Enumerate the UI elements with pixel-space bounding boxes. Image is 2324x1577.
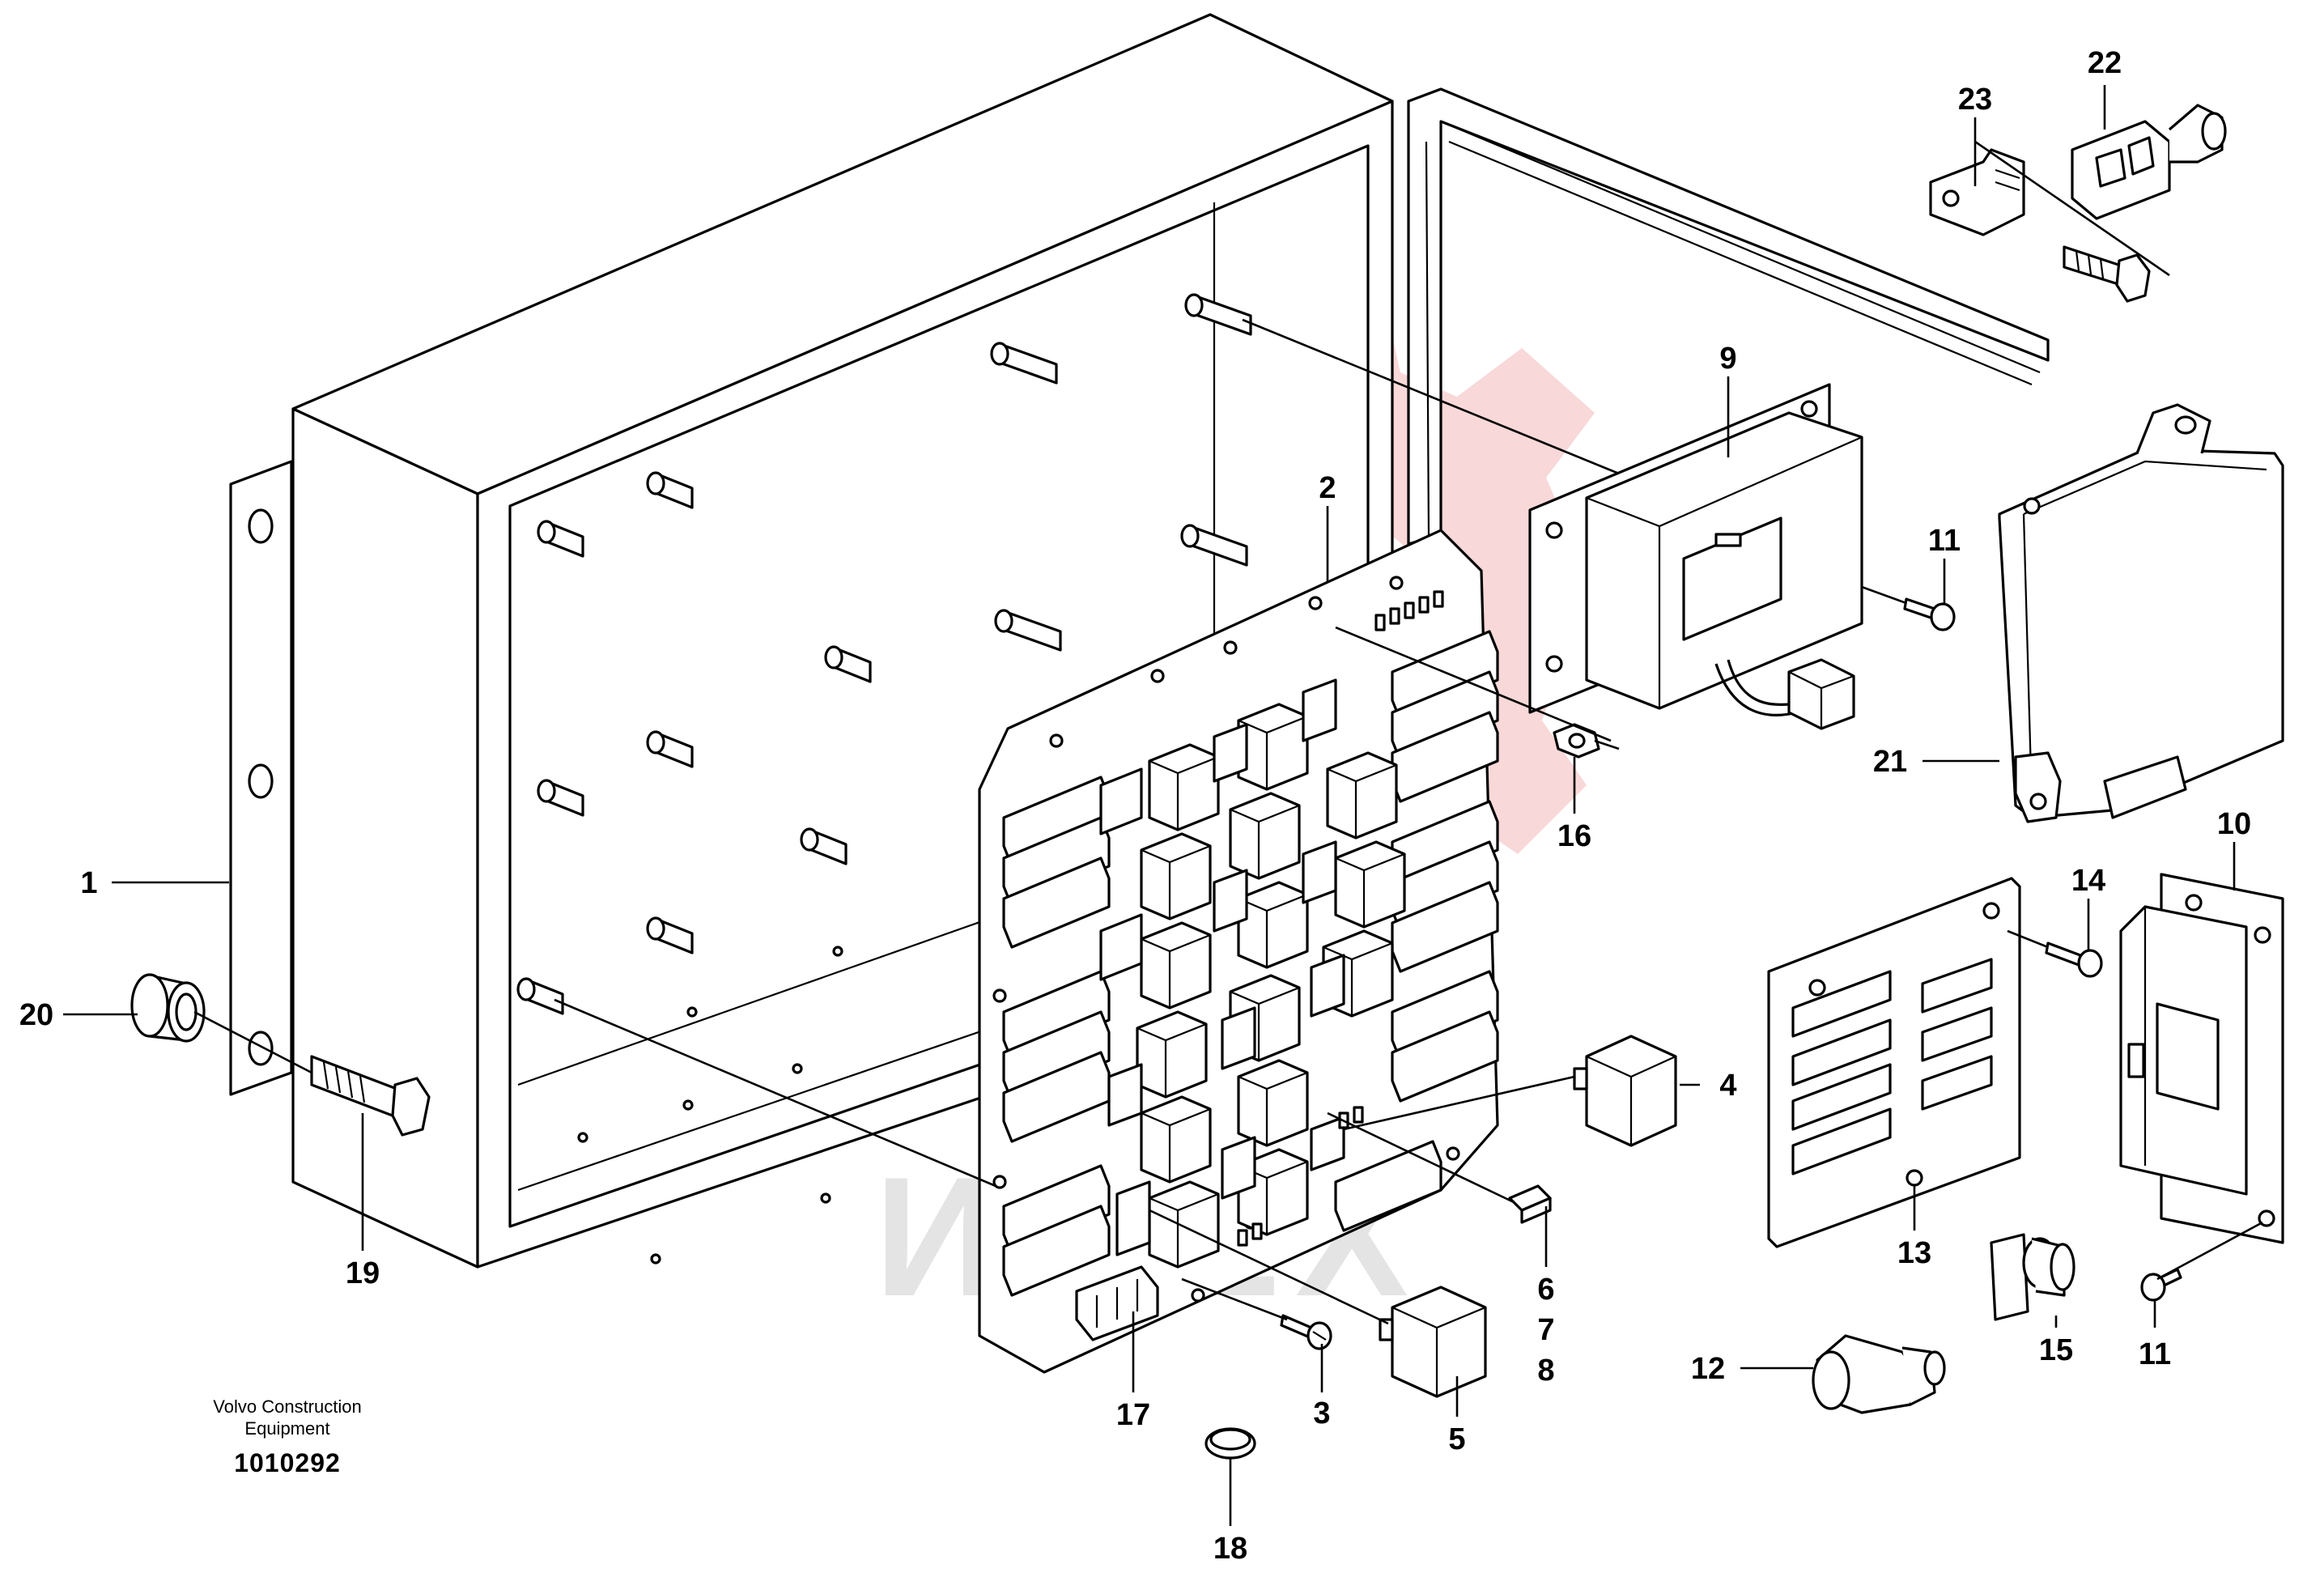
screw-part-11-lower bbox=[2140, 1268, 2182, 1302]
label-part-6: 6 bbox=[1537, 1273, 1554, 1307]
bolt-part-19 bbox=[310, 1055, 431, 1137]
cap-part-18 bbox=[1204, 1427, 1256, 1460]
fuse-holder-group bbox=[1099, 678, 1345, 1256]
catalog-number: 1010292 bbox=[234, 1448, 341, 1477]
connector-part-22 bbox=[2071, 104, 2227, 220]
label-part-4: 4 bbox=[1719, 1069, 1736, 1103]
connector-block-part-17 bbox=[1075, 1265, 1159, 1341]
nut-part-16 bbox=[1553, 723, 1600, 759]
label-part-18: 18 bbox=[1213, 1532, 1247, 1566]
label-part-5: 5 bbox=[1448, 1422, 1465, 1456]
label-part-13: 13 bbox=[1897, 1236, 1931, 1270]
label-part-20: 20 bbox=[19, 998, 53, 1032]
credit-line-1: Volvo Construction bbox=[213, 1396, 361, 1417]
circuit-board-part-2 bbox=[978, 529, 1499, 1374]
label-part-11-upper: 11 bbox=[1928, 524, 1961, 558]
relay-array bbox=[1136, 703, 1406, 1269]
label-part-1: 1 bbox=[80, 866, 97, 900]
bracket-part-23 bbox=[1929, 148, 2025, 236]
credit-block: Volvo Construction Equipment 1010292 bbox=[213, 1396, 361, 1477]
relay-part-5 bbox=[1379, 1286, 1487, 1398]
label-part-11-lower: 11 bbox=[2139, 1337, 2171, 1371]
control-module-part-10 bbox=[2119, 873, 2284, 1244]
switch-part-15 bbox=[1990, 1233, 2075, 1321]
label-part-2: 2 bbox=[1319, 471, 1336, 505]
label-part-9: 9 bbox=[1719, 342, 1736, 376]
label-part-3: 3 bbox=[1313, 1396, 1330, 1430]
label-part-19: 19 bbox=[346, 1256, 380, 1290]
bushing-part-20 bbox=[130, 973, 206, 1043]
label-part-8: 8 bbox=[1537, 1354, 1554, 1388]
part-labels: 1 2 3 4 5 6 7 8 9 10 11 11 12 13 14 15 1… bbox=[19, 46, 2251, 1566]
plug-part-12 bbox=[1812, 1334, 1946, 1414]
connector-column-left bbox=[1002, 776, 1111, 1297]
label-part-12: 12 bbox=[1691, 1352, 1725, 1386]
label-part-21: 21 bbox=[1873, 745, 1907, 779]
screw-part-14 bbox=[2045, 942, 2103, 978]
assembly-lines bbox=[193, 140, 2263, 1325]
fuse-cover-part-13 bbox=[1767, 877, 2021, 1248]
screw-part-11-upper bbox=[1903, 597, 1956, 631]
control-module-part-9 bbox=[1528, 383, 1863, 730]
relay-part-4 bbox=[1573, 1035, 1677, 1147]
standoff-group bbox=[516, 293, 1252, 1015]
label-part-10: 10 bbox=[2217, 807, 2251, 841]
label-part-14: 14 bbox=[2071, 864, 2105, 898]
bolt-bracket bbox=[2063, 245, 2151, 303]
connector-column-right bbox=[1334, 630, 1499, 1232]
fuse-part-6-7-8 bbox=[1508, 1184, 1552, 1224]
screw-part-3 bbox=[1280, 1314, 1332, 1350]
label-part-22: 22 bbox=[2088, 46, 2122, 80]
ecu-module-part-21 bbox=[1998, 403, 2284, 823]
label-part-23: 23 bbox=[1958, 83, 1992, 117]
label-part-16: 16 bbox=[1557, 819, 1591, 853]
label-part-17: 17 bbox=[1116, 1398, 1150, 1432]
label-part-15: 15 bbox=[2039, 1333, 2073, 1367]
credit-line-2: Equipment bbox=[244, 1418, 329, 1439]
label-part-7: 7 bbox=[1537, 1313, 1554, 1347]
callout-leaders bbox=[63, 85, 2236, 1526]
